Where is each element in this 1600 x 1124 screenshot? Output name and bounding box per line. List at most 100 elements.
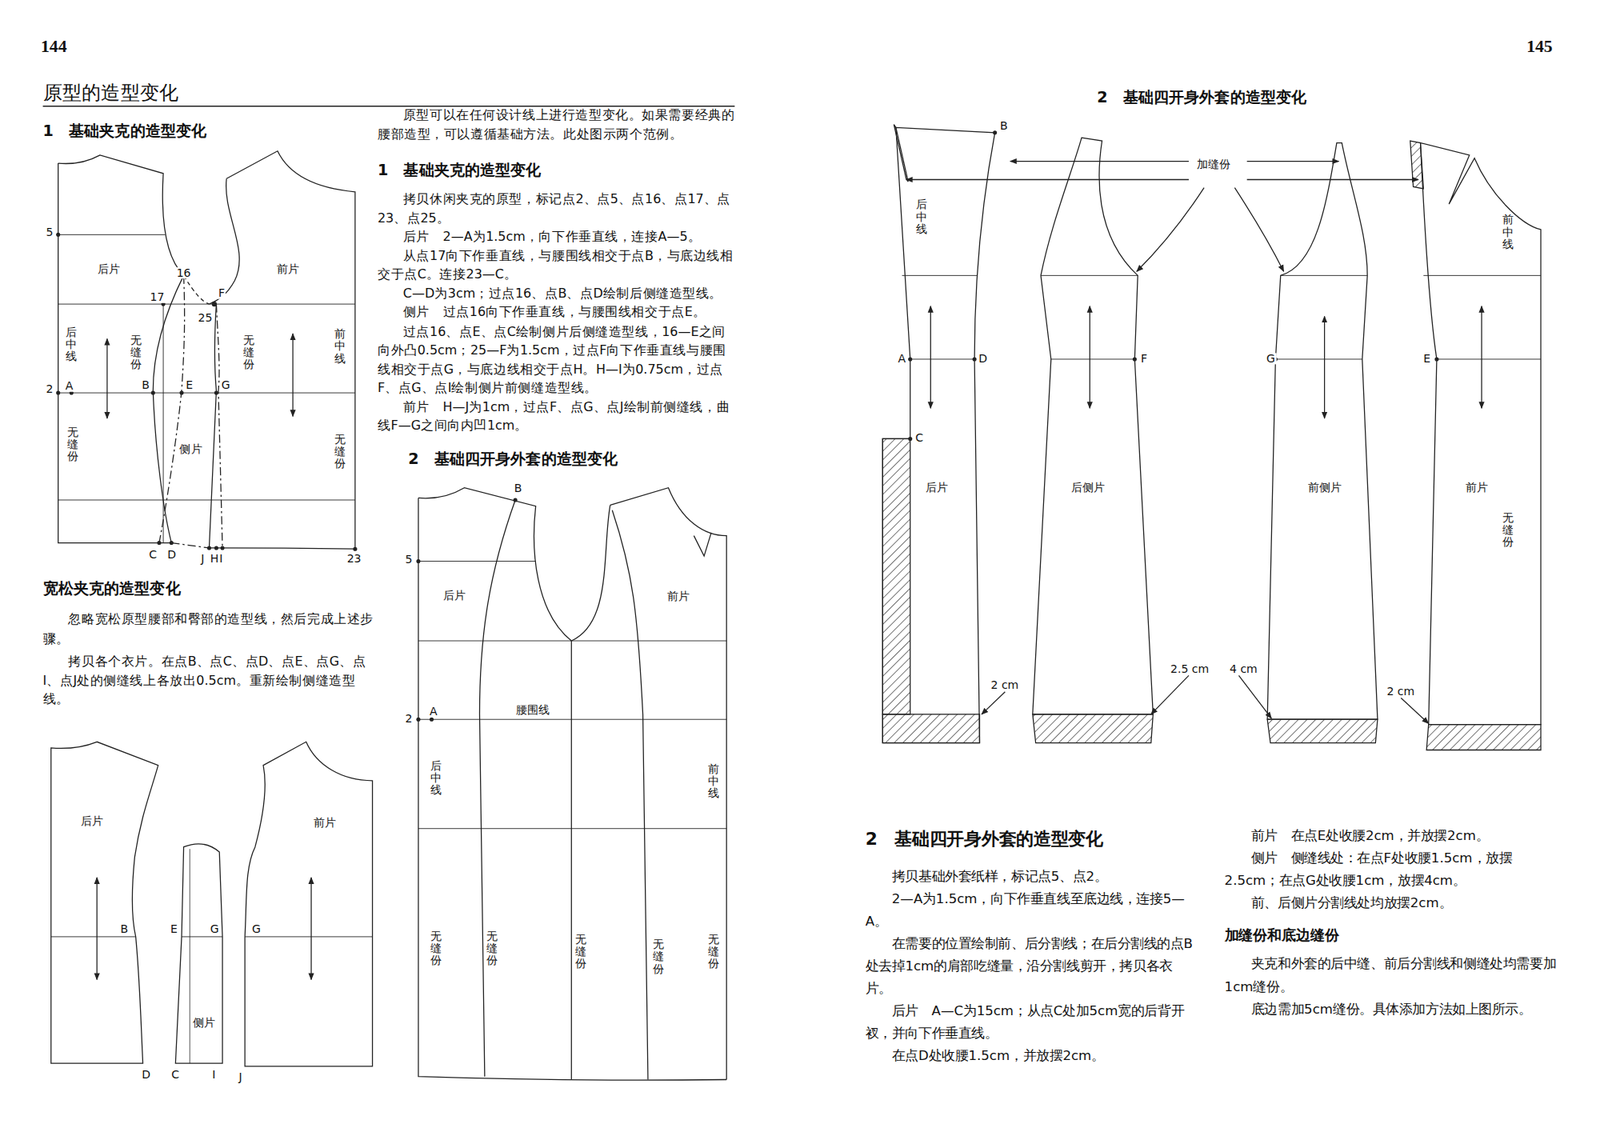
point-label: 侧片 [192,1017,217,1029]
vertical-label: 无缝份 [652,938,664,976]
point-label: 后片 [924,481,950,493]
point-label: A [896,352,907,364]
point-label: 17 [148,292,165,304]
point-label: G [1265,352,1276,364]
point-label: 4 cm [1228,663,1259,675]
coat-draft [418,488,727,1081]
point-label: A [64,380,74,392]
vertical-label: 无缝份 [486,930,498,968]
loose-jacket-draft [51,741,373,1067]
body-text: 拷贝休闲夹克的原型，标记点2、点5、点16、点17、点23、点25。 [377,189,735,228]
point-label: 前片 [1464,481,1489,493]
text-column: 忽略宽松原型腰部和臀部的造型线，然后完成上述步骤。拷贝各个衣片。在点B、点C、点… [43,610,376,713]
point-label: D [977,352,988,364]
point-label: 腰围线 [515,704,552,716]
point-label: 2.5 cm [1169,663,1211,675]
point-label: B [140,379,151,391]
section-heading: 2 基础四开身外套的造型变化 [1096,88,1307,108]
body-text: 侧片 过点16向下作垂直线，与腰围线相交于点E。 [377,303,735,323]
body-text: 2—A为1.5cm，向下作垂直线至底边线，连接5—A。 [865,888,1200,933]
point-label: F [1140,352,1149,364]
body-text: 前片 在点E处收腰2cm，并放摆2cm。 [1224,824,1562,848]
text-column: 前片 在点E处收腰2cm，并放摆2cm。侧片 侧缝线处：在点F处收腰1.5cm，… [1224,824,1562,1021]
vertical-label: 前中线 [1502,214,1514,252]
page-number: 145 [1526,36,1553,58]
vertical-label: 无缝份 [130,334,142,372]
point-label: D [166,548,177,560]
body-text: C—D为3cm；过点16、点B、点D绘制后侧缝造型线。 [377,284,735,304]
point-label: G [208,923,220,935]
point-label: G [251,923,262,935]
point-label: 前片 [666,591,692,603]
body-text: 后片 2—A为1.5cm，向下作垂直线，连接A—5。 [377,227,735,247]
vertical-label: 无缝份 [334,433,346,471]
vertical-label: 后中线 [916,199,928,236]
vertical-label: 无缝份 [430,930,442,968]
vertical-label: 后中线 [430,760,442,797]
point-label: 2 cm [1385,685,1416,697]
body-text: 后片 A—C为15cm；从点C处加5cm宽的后背开衩，并向下作垂直线。 [865,1000,1200,1045]
vertical-label: 无缝份 [1502,512,1514,549]
page-number: 144 [40,36,68,58]
vertical-label: 无缝份 [575,933,587,971]
section-heading: 加缝份和底边缝份 [1224,926,1562,945]
point-label: J [200,552,206,564]
point-label: I [218,552,224,564]
vertical-label: 无缝份 [67,426,79,464]
body-text: 侧片 侧缝线处：在点F处收腰1.5cm，放摆2.5cm；在点G处收腰1cm，放摆… [1224,847,1562,892]
point-label: 后侧片 [1070,481,1107,493]
point-label: 2 [404,713,413,725]
point-label: 前片 [312,817,337,829]
body-text: 在点D处收腰1.5cm，并放摆2cm。 [865,1044,1200,1068]
body-text: 前、后侧片分割线处均放摆2cm。 [1224,892,1562,915]
section-heading: 1 基础夹克的造型变化 [377,161,735,181]
body-text: 拷贝基础外套纸样，标记点5、点2。 [865,865,1200,888]
point-label: 加缝份 [1196,159,1232,171]
point-label: E [184,379,194,391]
coat-pieces [882,124,1541,751]
vertical-label: 无缝份 [708,933,720,971]
vertical-label: 无缝份 [243,334,255,372]
body-text: 底边需加5cm缝份。具体添加方法如上图所示。 [1224,997,1562,1020]
vertical-label: 前中线 [334,328,346,366]
point-label: B [999,120,1009,132]
point-label: 后片 [441,589,467,601]
title-rule [43,105,736,108]
point-label: 前侧片 [1307,481,1344,493]
point-label: J [237,1071,244,1083]
point-label: 侧片 [178,444,204,456]
body-text: 从点17向下作垂直线，与腰围线相交于点B，与底边线相交于点C。连接23—C。 [377,246,735,284]
page-title: 原型的造型变化 [43,79,180,106]
point-label: F [217,288,227,300]
body-text: 过点16、点E、点C绘制侧片后侧缝造型线，16—E之间向外凸0.5cm；25—F… [377,321,735,397]
point-label: E [1422,352,1432,364]
body-text: 在需要的位置绘制前、后分割线；在后分割线的点B处去掉1cm的肩部吃缝量，沿分割线… [865,932,1200,1000]
body-text: 拷贝各个衣片。在点B、点C、点D、点E、点G、点I、点J处的侧缝线上各放出0.5… [43,652,376,709]
vertical-label: 前中线 [708,763,720,800]
point-label: 前片 [275,263,300,275]
section-heading: 1 基础夹克的造型变化 [43,121,208,141]
point-label: C [170,1069,180,1081]
point-label: 2 [44,384,54,396]
jacket-draft [58,151,356,549]
point-label: G [220,379,232,391]
point-label: 后片 [79,815,104,827]
body-text: 原型可以在任何设计线上进行造型变化。如果需要经典的腰部造型，可以遵循基础方法。此… [377,106,735,144]
vertical-label: 后中线 [65,326,77,364]
point-label: 5 [44,226,54,238]
body-text: 忽略宽松原型腰部和臀部的造型线，然后完成上述步骤。 [43,610,376,648]
point-label: A [428,706,439,718]
section-heading: 2 基础四开身外套的造型变化 [865,827,1104,851]
point-label: D [140,1069,152,1081]
point-label: 16 [175,267,192,279]
text-column: 拷贝基础外套纸样，标记点5、点2。2—A为1.5cm，向下作垂直线至底边线，连接… [865,865,1200,1068]
point-label: B [513,482,524,494]
body-text: 夹克和外套的后中缝、前后分割线和侧缝处均需要加1cm缝份。 [1224,952,1562,998]
section-heading: 宽松夹克的造型变化 [43,579,181,599]
point-label: E [169,923,179,935]
text-column: 原型可以在任何设计线上进行造型变化。如果需要经典的腰部造型，可以遵循基础方法。此… [377,106,735,436]
section-heading: 2 基础四开身外套的造型变化 [408,449,618,469]
point-label: B [119,923,129,935]
point-label: 23 [345,552,362,564]
